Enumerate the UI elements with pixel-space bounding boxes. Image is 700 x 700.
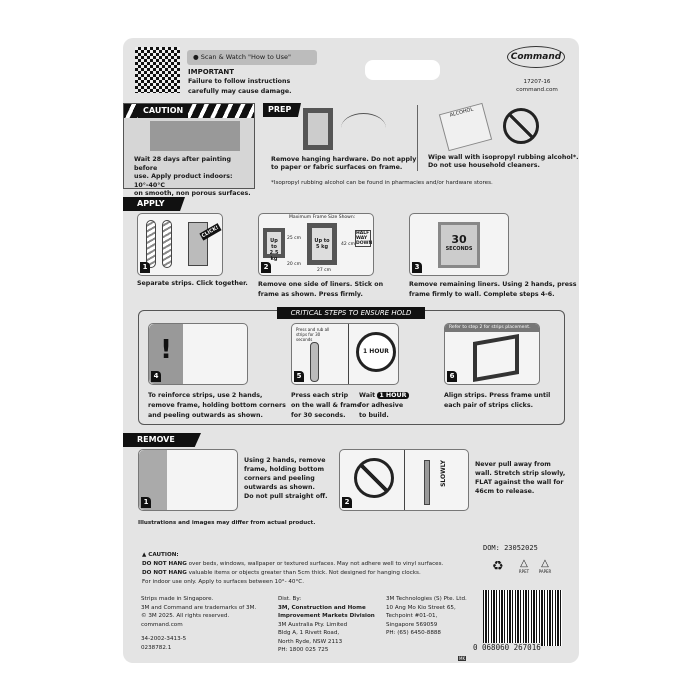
tidyman-icon: ♻: [492, 559, 504, 574]
important-title: IMPORTANT: [188, 68, 235, 76]
step-number: 1: [141, 497, 151, 508]
scan-watch-button[interactable]: ● Scan & Watch "How to Use": [187, 50, 317, 65]
qr-code[interactable]: [135, 47, 180, 93]
paint-roller-illustration: [150, 121, 240, 151]
barcode: [483, 590, 562, 646]
paper-recycle-icon: △PAPER: [538, 558, 552, 575]
step-number: 4: [151, 371, 161, 382]
wipe-text: Wipe wall with isopropyl rubbing alcohol…: [428, 154, 579, 169]
apply-step-3-text: Remove remaining liners. Using 2 hands, …: [409, 281, 577, 298]
mk-mark: MK: [458, 656, 467, 661]
footer-legal: Strips made in Singapore.3M and Command …: [141, 596, 257, 651]
remove-step-1-illustration: 1: [138, 449, 238, 511]
divider: [417, 105, 418, 171]
no-pull-icon: [354, 458, 394, 498]
scan-label: Scan & Watch "How to Use": [200, 53, 292, 61]
warning-block: ▲ CAUTION: DO NOT HANG over beds, window…: [142, 552, 444, 585]
apply-step-2-illustration: Maximum Frame Size Shown: Up to 2.5 kg 2…: [258, 213, 374, 276]
critical-steps-title: CRITICAL STEPS TO ENSURE HOLD: [277, 307, 425, 319]
rpet-recycle-icon: △RPET: [518, 558, 530, 575]
package-card: ● Scan & Watch "How to Use" IMPORTANT Fa…: [123, 38, 579, 663]
alcohol-wipe-illustration: ALCOHOL: [438, 102, 493, 152]
caution-box: CAUTION Wait 28 days after painting befo…: [123, 103, 255, 197]
alcohol-footnote: *Isopropyl rubbing alcohol can be found …: [271, 180, 493, 186]
critical-step-5-illustration: Press and rub all strips for 30 seconds …: [291, 323, 399, 385]
step-number: 5: [294, 371, 304, 382]
step-number: 1: [140, 262, 150, 273]
step-number: 6: [447, 371, 457, 382]
critical-step-4-text: To reinforce strips, use 2 hands,remove …: [148, 392, 286, 419]
frame-illustration: [303, 108, 333, 150]
barcode-number: 0 068060 267016: [473, 643, 541, 652]
disclaimer: Illustrations and images may differ from…: [138, 520, 316, 526]
date-of-manufacture: DOM: 23052025: [483, 544, 538, 552]
play-icon: ●: [193, 53, 201, 61]
step-number: 3: [412, 262, 422, 273]
apply-step-1-text: Separate strips. Click together.: [137, 280, 248, 287]
no-spray-icon: [503, 108, 539, 144]
critical-step-4-illustration: ! 4: [148, 323, 248, 385]
step-number: 2: [261, 262, 271, 273]
apply-step-1-illustration: CLICK! 1: [137, 213, 223, 276]
prep-label: PREP: [263, 103, 301, 117]
clock-icon: 1 HOUR: [356, 332, 396, 372]
hardware-illustration: [341, 113, 386, 143]
step-number: 2: [342, 497, 352, 508]
apply-label: APPLY: [123, 197, 185, 211]
command-logo: Command: [507, 46, 565, 68]
footer-singapore: 3M Technologies (S) Pte. Ltd.10 Ang Mo K…: [386, 596, 467, 636]
remove-label: REMOVE: [123, 433, 201, 447]
caution-label: CAUTION: [138, 104, 189, 118]
remove-step-2-illustration: SLOWLY 2: [339, 449, 469, 511]
hang-hole: [365, 60, 440, 80]
critical-step-6-illustration: Refer to step 2 for strips placement. 6: [444, 323, 540, 385]
